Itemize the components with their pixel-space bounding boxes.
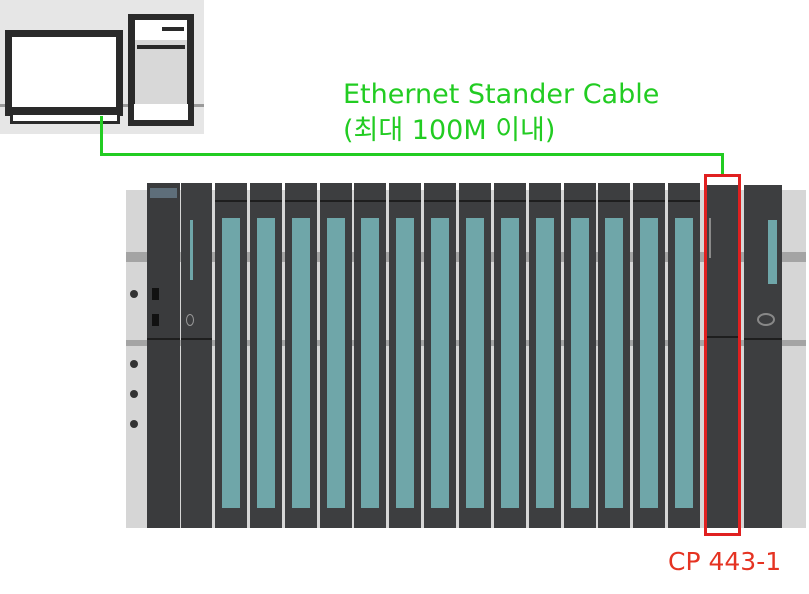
io-module-label-window <box>501 218 519 508</box>
end-module-port-icon <box>757 313 775 326</box>
module-divider <box>459 200 491 202</box>
cp-module-highlight <box>704 174 741 536</box>
module-divider <box>668 200 700 202</box>
rack-screw-icon <box>130 360 138 368</box>
module-divider <box>564 200 596 202</box>
power-switch-icon <box>152 288 159 300</box>
cable-length-note: (최대 100M 이내) <box>343 116 555 146</box>
module-divider <box>147 338 180 340</box>
monitor-screen <box>12 37 116 107</box>
module-divider <box>529 200 561 202</box>
io-module-label-window <box>431 218 449 508</box>
module-divider <box>633 200 665 202</box>
module-divider <box>354 200 386 202</box>
module-divider <box>215 200 247 202</box>
io-module-label-window <box>292 218 310 508</box>
io-module-label-window <box>640 218 658 508</box>
pc-tower-bar <box>137 45 185 49</box>
module-divider <box>181 338 212 340</box>
keyboard-icon <box>10 112 120 124</box>
power-supply-module <box>147 183 180 528</box>
ethernet-cable-segment-pc <box>100 116 103 156</box>
cp-module-label: CP 443-1 <box>668 548 781 576</box>
module-divider <box>250 200 282 202</box>
module-divider <box>285 200 317 202</box>
siemens-logo <box>150 188 177 198</box>
rack-screw-icon <box>130 420 138 428</box>
io-module-label-window <box>361 218 379 508</box>
cable-label: Ethernet Stander Cable <box>343 80 659 110</box>
pc-tower-slot <box>162 27 184 31</box>
io-module-label-window <box>396 218 414 508</box>
io-module-label-window <box>605 218 623 508</box>
rack-screw-icon <box>130 290 138 298</box>
rack-screw-icon <box>130 390 138 398</box>
io-module-label-window <box>327 218 345 508</box>
module-divider <box>320 200 352 202</box>
ethernet-cable-segment-main <box>100 153 724 156</box>
pc-tower-base <box>134 104 188 120</box>
io-module-label-window <box>675 218 693 508</box>
power-switch-icon <box>152 314 159 326</box>
io-module-label-window <box>466 218 484 508</box>
cpu-module <box>181 183 212 528</box>
io-module-label-window <box>222 218 240 508</box>
module-divider <box>494 200 526 202</box>
cpu-led-column <box>190 220 193 280</box>
key-switch-icon <box>186 314 194 326</box>
end-module-window <box>768 220 777 284</box>
module-divider <box>744 338 782 340</box>
module-divider <box>389 200 421 202</box>
io-module-label-window <box>536 218 554 508</box>
module-divider <box>424 200 456 202</box>
io-module-label-window <box>571 218 589 508</box>
io-module-label-window <box>257 218 275 508</box>
module-divider <box>598 200 630 202</box>
